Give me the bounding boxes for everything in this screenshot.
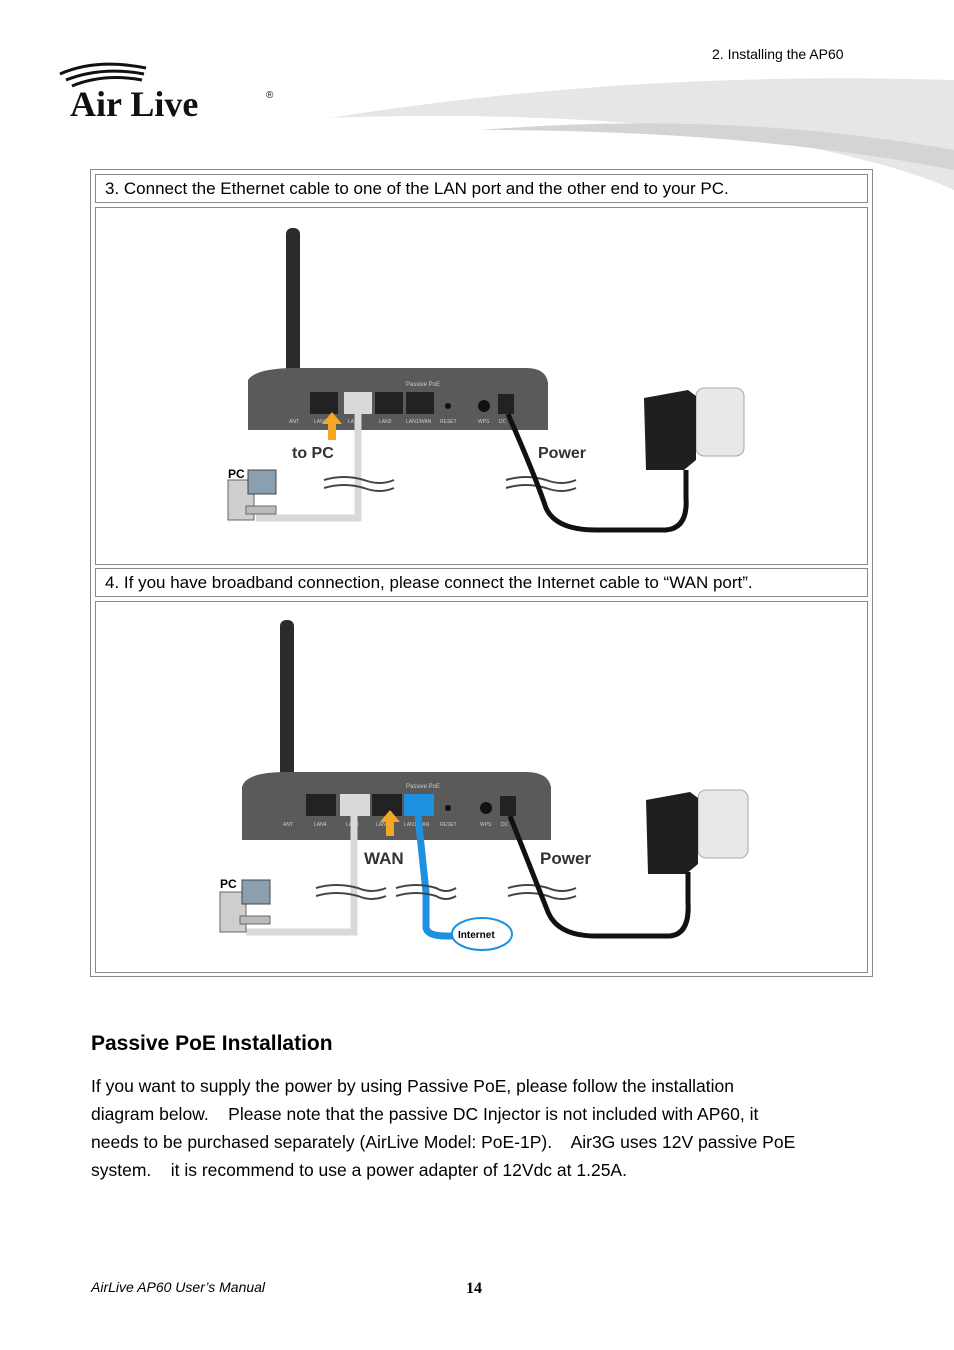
svg-text:ANT: ANT bbox=[283, 822, 293, 828]
svg-text:LAN4: LAN4 bbox=[314, 419, 327, 425]
internet-cloud-icon bbox=[451, 917, 513, 951]
step-4-text: 4. If you have broadband connection, ple… bbox=[95, 568, 868, 597]
power-cable bbox=[505, 412, 689, 533]
lan-cable bbox=[256, 414, 362, 522]
svg-text:®: ® bbox=[266, 90, 274, 101]
svg-text:LAN2: LAN2 bbox=[379, 419, 392, 425]
reset-button bbox=[445, 403, 451, 409]
internet-label: Internet bbox=[458, 930, 495, 941]
power-label: Power bbox=[538, 445, 586, 462]
pc-label: PC bbox=[228, 467, 245, 481]
wan-label: WAN bbox=[364, 849, 404, 868]
logo-wordmark: Air Live bbox=[70, 84, 198, 124]
wps-button bbox=[480, 802, 492, 814]
power-adapter bbox=[644, 390, 696, 470]
section-title: Passive PoE Installation bbox=[91, 1032, 333, 1055]
pc-icon bbox=[219, 879, 271, 933]
svg-text:WPS: WPS bbox=[480, 822, 492, 828]
figure-connect-wan: Passive PoE ANT LAN4 LAN3 LAN2 LAN1/WAN … bbox=[95, 601, 868, 973]
page-number: 14 bbox=[466, 1280, 482, 1297]
port-lan4 bbox=[306, 794, 336, 816]
arrow-icon bbox=[380, 810, 400, 836]
port-lan2 bbox=[372, 794, 402, 816]
wall-outlet bbox=[695, 387, 745, 457]
airlive-logo: Air Live ® bbox=[59, 62, 274, 124]
power-cable bbox=[507, 815, 691, 939]
lan-cable bbox=[246, 816, 358, 936]
port-lan1-wan bbox=[406, 392, 434, 414]
step-3-text: 3. Connect the Ethernet cable to one of … bbox=[95, 174, 868, 203]
svg-text:Passive PoE: Passive PoE bbox=[406, 784, 440, 790]
arrow-icon bbox=[322, 412, 342, 440]
port-lan1-wan bbox=[404, 794, 434, 816]
port-lan3 bbox=[344, 392, 372, 414]
body-paragraph: If you want to supply the power by using… bbox=[91, 1076, 796, 1180]
svg-text:Passive PoE: Passive PoE bbox=[406, 382, 440, 388]
svg-text:LAN2: LAN2 bbox=[376, 822, 389, 828]
pc-icon bbox=[227, 469, 277, 521]
reset-button bbox=[445, 805, 451, 811]
svg-text:WPS: WPS bbox=[478, 419, 490, 425]
antenna bbox=[286, 228, 300, 403]
svg-text:LAN1/WAN: LAN1/WAN bbox=[406, 419, 432, 425]
power-label: Power bbox=[540, 849, 591, 868]
svg-text:RESET: RESET bbox=[440, 822, 457, 828]
wall-outlet bbox=[697, 789, 749, 859]
svg-text:ANT: ANT bbox=[289, 419, 299, 425]
port-lan4 bbox=[310, 392, 338, 414]
header-swoosh bbox=[330, 78, 954, 190]
svg-text:RESET: RESET bbox=[440, 419, 457, 425]
footer-manual-title: AirLive AP60 User’s Manual bbox=[91, 1279, 266, 1295]
svg-text:DC: DC bbox=[499, 419, 507, 425]
svg-text:DC: DC bbox=[501, 822, 509, 828]
to-pc-label: to PC bbox=[292, 445, 334, 462]
svg-text:LAN3: LAN3 bbox=[348, 419, 361, 425]
svg-text:LAN4: LAN4 bbox=[314, 822, 327, 828]
power-adapter bbox=[646, 792, 698, 874]
wan-cable bbox=[414, 815, 460, 940]
wps-button bbox=[478, 400, 490, 412]
port-lan2 bbox=[375, 392, 403, 414]
dc-port bbox=[500, 796, 516, 816]
pc-label: PC bbox=[220, 877, 237, 891]
dc-port bbox=[498, 394, 514, 414]
antenna bbox=[280, 620, 294, 820]
steps-table: 3. Connect the Ethernet cable to one of … bbox=[90, 169, 873, 977]
figure-connect-pc: Passive PoE ANT LAN4 LAN3 LAN2 LAN1/WAN … bbox=[95, 207, 868, 565]
header-chapter: 2. Installing the AP60 bbox=[712, 46, 844, 62]
port-lan3 bbox=[340, 794, 370, 816]
